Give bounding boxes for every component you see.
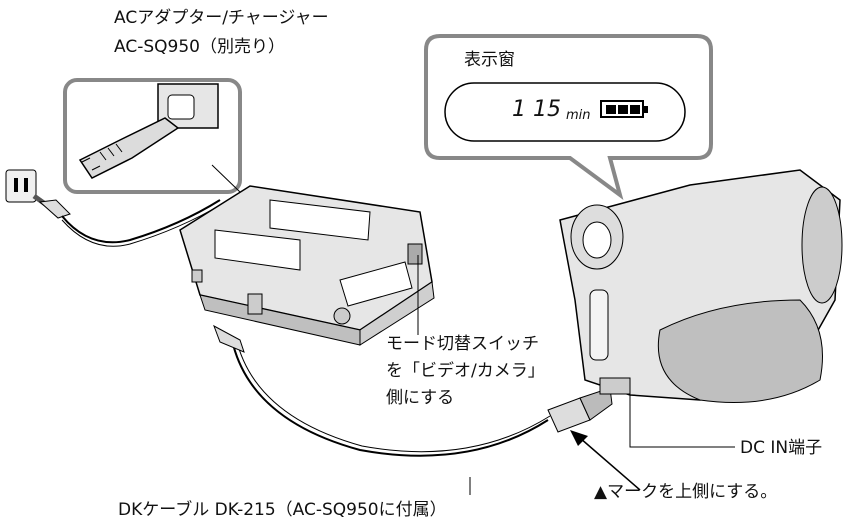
- dc-in-label: DC IN端子: [740, 438, 823, 458]
- charger: [179, 185, 435, 346]
- display-reading-number: 1 15: [512, 97, 561, 122]
- camcorder: [559, 169, 843, 403]
- adapter-title-line1: ACアダプター/チャージャー: [114, 8, 329, 28]
- mode-switch-label-2: を「ビデオ/カメラ」: [386, 361, 545, 381]
- mark-label: ▲マークを上側にする。: [594, 482, 778, 502]
- mode-switch-label-1: モード切替スイッチ: [386, 334, 539, 354]
- display-reading-unit: min: [566, 108, 591, 123]
- display-window-title: 表示窗: [464, 50, 515, 70]
- adapter-title-line2: AC-SQ950（別売り）: [114, 37, 285, 57]
- mode-switch-label-3: 側にする: [386, 388, 455, 408]
- cable-label: DKケーブル DK-215（AC-SQ950に付属）: [118, 500, 447, 520]
- wall-outlet: [5, 169, 37, 203]
- battery-icon: [600, 100, 648, 118]
- plug-inset: [63, 78, 242, 194]
- display-window-callout: [424, 34, 713, 201]
